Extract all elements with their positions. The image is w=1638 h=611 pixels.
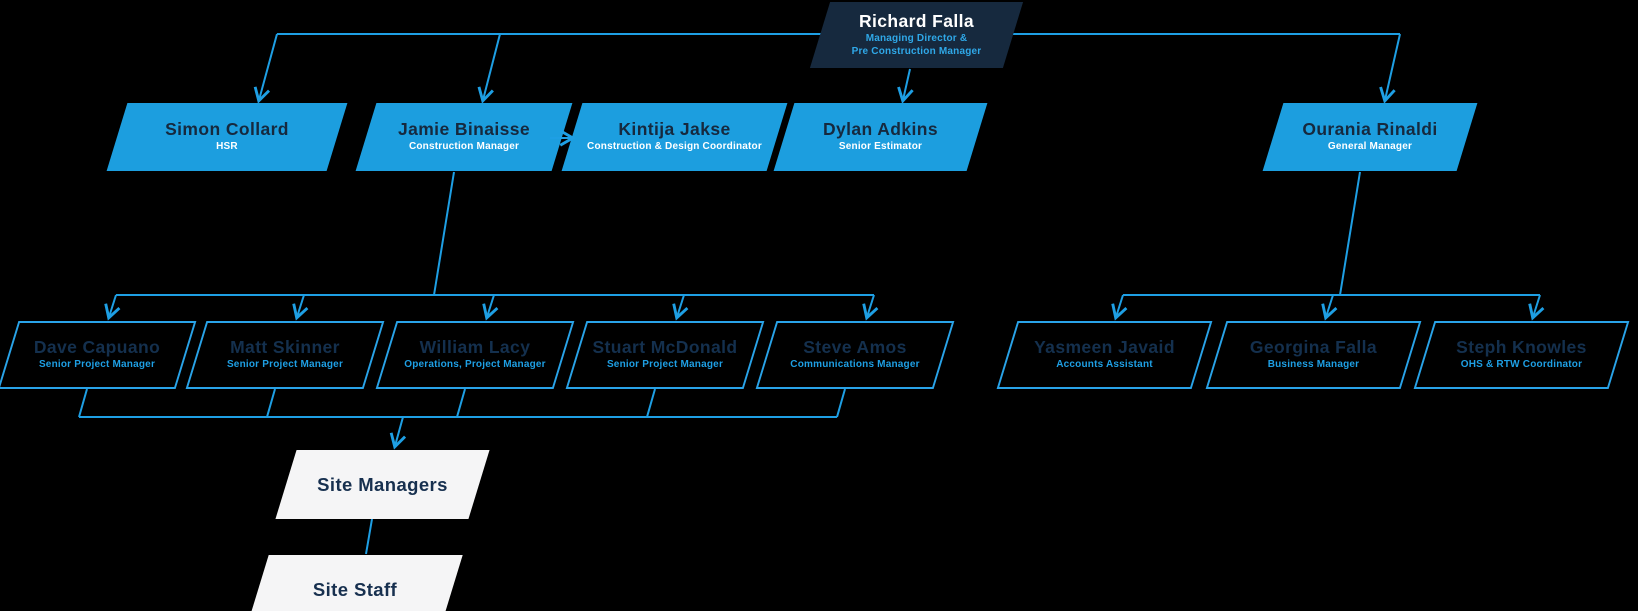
- node-title: Communications Manager: [790, 359, 920, 371]
- org-node-kintija-jakse: Kintija Jakse Construction & Design Coor…: [561, 103, 788, 171]
- org-node-william-lacy: William Lacy Operations, Project Manager: [375, 321, 575, 389]
- org-node-dylan-adkins: Dylan Adkins Senior Estimator: [773, 103, 988, 171]
- org-node-matt-skinner: Matt Skinner Senior Project Manager: [185, 321, 385, 389]
- wire-to-site-staff: [365, 518, 373, 555]
- wire-stub-william: [456, 388, 466, 418]
- node-name: Dave Capuano: [33, 337, 161, 358]
- org-node-jamie-binaisse: Jamie Binaisse Construction Manager: [355, 103, 573, 171]
- node-title: Managing Director & Pre Construction Man…: [851, 33, 982, 57]
- node-name: Matt Skinner: [230, 337, 340, 358]
- node-name: Georgina Falla: [1249, 337, 1378, 358]
- wire-to-steve: [862, 294, 879, 321]
- node-title: Senior Project Manager: [226, 359, 344, 371]
- node-title: HSR: [216, 141, 238, 153]
- node-name: Richard Falla: [858, 10, 975, 31]
- org-node-steph-knowles: Steph Knowles OHS & RTW Coordinator: [1413, 321, 1630, 389]
- node-title: Senior Project Manager: [38, 359, 156, 371]
- node-name: Ourania Rinaldi: [1302, 119, 1438, 140]
- wire-stub-dave: [78, 388, 88, 418]
- node-title: Senior Project Manager: [606, 359, 724, 371]
- wire-to-dave: [104, 294, 121, 321]
- org-node-site-managers: Site Managers: [275, 450, 490, 519]
- wire-to-site-managers: [389, 416, 407, 450]
- wire-to-ourania: [1379, 33, 1401, 104]
- node-name: Steve Amos: [803, 337, 907, 358]
- wire-to-georgina: [1321, 294, 1338, 321]
- org-node-steve-amos: Steve Amos Communications Manager: [755, 321, 955, 389]
- node-title: OHS & RTW Coordinator: [1460, 359, 1583, 371]
- node-title: Construction & Design Coordinator: [587, 141, 762, 153]
- node-title: Operations, Project Manager: [404, 359, 546, 371]
- node-name: Kintija Jakse: [618, 119, 731, 140]
- wire-jamie-feed: [433, 171, 455, 296]
- wire-to-stuart: [672, 294, 689, 321]
- node-title: Senior Estimator: [838, 141, 923, 153]
- wire-stub-stuart: [646, 388, 656, 418]
- node-name: Site Staff: [312, 579, 398, 601]
- org-node-stuart-mcdonald: Stuart McDonald Senior Project Manager: [565, 321, 765, 389]
- node-title: Construction Manager: [408, 141, 520, 153]
- wire-to-jamie: [477, 33, 501, 104]
- node-name: Steph Knowles: [1456, 337, 1587, 358]
- wire-stub-steve: [836, 388, 846, 418]
- wire-to-steph: [1528, 294, 1545, 321]
- wire-to-yasmeen: [1111, 294, 1128, 321]
- org-node-dave-capuano: Dave Capuano Senior Project Manager: [0, 321, 197, 389]
- org-node-georgina-falla: Georgina Falla Business Manager: [1205, 321, 1422, 389]
- org-node-yasmeen-javaid: Yasmeen Javaid Accounts Assistant: [996, 321, 1213, 389]
- node-title: Business Manager: [1267, 359, 1360, 371]
- org-node-site-staff: Site Staff: [247, 555, 463, 611]
- wire-stub-matt: [266, 388, 276, 418]
- wire-to-simon: [253, 33, 278, 104]
- wire-ourania-feed: [1339, 171, 1361, 296]
- wire-to-matt: [292, 294, 309, 321]
- node-name: Yasmeen Javaid: [1034, 337, 1175, 358]
- org-node-richard-falla: Richard Falla Managing Director & Pre Co…: [809, 2, 1024, 68]
- node-name: Simon Collard: [165, 119, 289, 140]
- org-node-simon-collard: Simon Collard HSR: [106, 103, 348, 171]
- node-name: Site Managers: [317, 473, 448, 495]
- node-name: Stuart McDonald: [592, 337, 738, 358]
- node-name: William Lacy: [419, 337, 531, 358]
- node-name: Jamie Binaisse: [397, 119, 531, 140]
- wire-to-william: [482, 294, 499, 321]
- node-name: Dylan Adkins: [822, 119, 938, 140]
- node-title: General Manager: [1327, 141, 1413, 153]
- wire-to-dylan: [897, 68, 914, 104]
- org-node-ourania-rinaldi: Ourania Rinaldi General Manager: [1262, 103, 1478, 171]
- node-title: Accounts Assistant: [1056, 359, 1153, 371]
